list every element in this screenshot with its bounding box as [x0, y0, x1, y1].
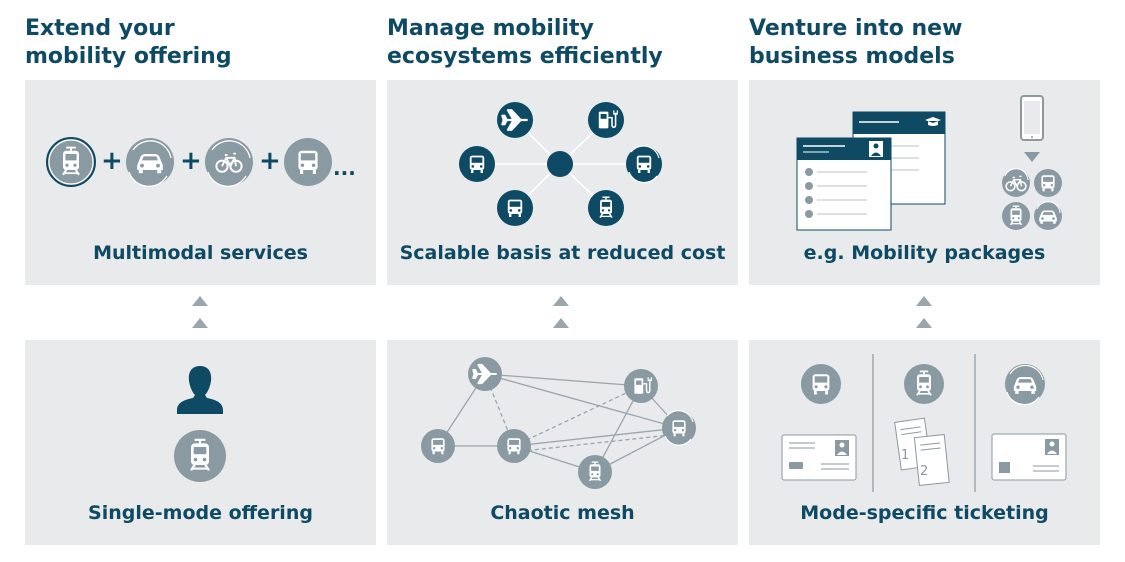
- panel-scalable-basis: Scalable basis at reduced cost: [387, 80, 738, 285]
- up-arrows-icon: [553, 296, 569, 328]
- tram-mode-icon: [174, 430, 226, 482]
- label-mode-specific-ticketing: Mode-specific ticketing: [800, 502, 1049, 524]
- bus-mode-icon: [284, 138, 332, 186]
- charging-station-icon: [624, 369, 658, 403]
- ellipsis: ...: [333, 156, 356, 180]
- up-arrows-icon: [192, 296, 208, 328]
- bus-icon: [662, 410, 696, 446]
- car-mode-icon: [1034, 201, 1062, 230]
- bus-mode-icon: [1034, 169, 1062, 197]
- hub-node: [547, 151, 573, 177]
- bus-icon: [497, 429, 531, 463]
- bus-mode-icon: [801, 364, 841, 404]
- bus-icon: [626, 145, 662, 184]
- bus-icon: [497, 190, 533, 226]
- plus-sign: +: [259, 146, 281, 176]
- label-single-mode-offering: Single-mode offering: [88, 502, 313, 524]
- ticket-number: 1: [901, 448, 910, 463]
- panel-mobility-packages: e.g. Mobility packages: [749, 80, 1100, 285]
- up-arrows-icon: [916, 296, 932, 328]
- tram-icon: [578, 455, 612, 489]
- panel-mode-specific-ticketing: 1 2 Mode-specific ticketing: [749, 340, 1100, 545]
- down-arrow-icon: [1024, 152, 1040, 162]
- label-multimodal-services: Multimodal services: [93, 242, 308, 264]
- bus-ticket-card: [781, 434, 857, 481]
- plane-icon: [468, 357, 502, 391]
- bike-mode-icon: [1002, 168, 1030, 197]
- plus-sign: +: [180, 146, 202, 176]
- heading-manage-ecosystems: Manage mobility ecosystems efficiently: [387, 16, 663, 69]
- bus-icon: [459, 146, 495, 182]
- heading-extend-offering: Extend your mobility offering: [25, 16, 232, 69]
- plus-sign: +: [101, 146, 123, 176]
- tram-mode-icon: [1002, 202, 1030, 230]
- panel-single-mode-offering: Single-mode offering: [25, 340, 376, 545]
- car-ticket-card: [991, 433, 1067, 481]
- label-chaotic-mesh: Chaotic mesh: [490, 502, 635, 524]
- plane-icon: [497, 102, 533, 138]
- panel-chaotic-mesh: Chaotic mesh: [387, 340, 738, 545]
- smartphone-icon: [1020, 95, 1044, 141]
- car-mode-icon: [1005, 364, 1045, 406]
- paper-tickets: [894, 417, 950, 486]
- heading-new-business-models: Venture into new business models: [749, 16, 963, 69]
- ticket-number: 2: [920, 464, 929, 479]
- bike-mode-icon: [205, 138, 253, 187]
- tram-mode-icon: [904, 364, 944, 404]
- bus-icon: [421, 429, 455, 463]
- tram-mode-icon: [46, 137, 96, 187]
- car-mode-icon: [126, 138, 174, 187]
- person-icon: [177, 366, 223, 414]
- panel-multimodal-services: + + + ... Multimodal services: [25, 80, 376, 285]
- label-mobility-packages: e.g. Mobility packages: [803, 242, 1046, 264]
- tram-icon: [588, 190, 624, 226]
- charging-station-icon: [588, 102, 624, 138]
- document-icon: [796, 137, 892, 231]
- label-scalable-basis: Scalable basis at reduced cost: [399, 242, 726, 264]
